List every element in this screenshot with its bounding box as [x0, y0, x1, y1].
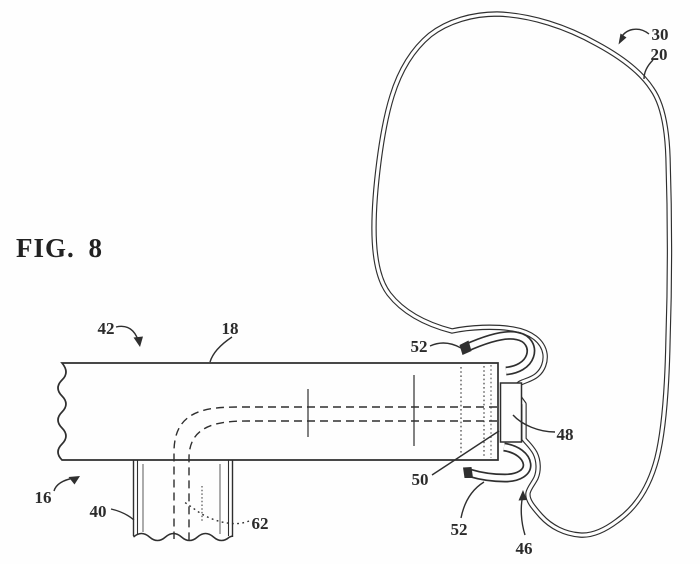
pillar-member	[132, 460, 234, 542]
arrowhead-42	[133, 336, 143, 347]
mounting-block	[499, 382, 523, 443]
ref-label-62: 62	[252, 514, 269, 533]
reference-labels: 30 20 42 18 52 48 50 52 46 16 40 62	[35, 25, 669, 558]
airbag-cushion	[371, 11, 673, 538]
pillar-break-wavy-edge	[133, 532, 233, 542]
ref-label-48: 48	[557, 425, 574, 444]
upper-hook-tip-cap	[459, 340, 472, 355]
leader-50	[431, 430, 500, 476]
airbag-cushion-outline-inner	[372, 12, 672, 537]
arrowhead-30	[618, 33, 627, 45]
upper-hook-bracket	[459, 330, 536, 376]
ref-label-20: 20	[651, 45, 668, 64]
ref-label-40: 40	[90, 502, 107, 521]
rail-body	[57, 362, 499, 461]
leader-40	[110, 508, 135, 521]
leader-18	[209, 336, 233, 363]
leader-52-upper	[429, 342, 462, 349]
ref-label-16: 16	[35, 488, 52, 507]
lower-hook-inner	[469, 444, 530, 481]
ref-label-30: 30	[652, 25, 669, 44]
ref-label-50: 50	[412, 470, 429, 489]
leader-48	[512, 414, 556, 433]
roof-rail-member	[57, 362, 499, 540]
lower-hook-tip-cap	[463, 467, 473, 478]
hidden-tube-upper-dashed	[173, 406, 497, 539]
leader-52-lower	[460, 481, 485, 519]
ref-label-46: 46	[516, 539, 533, 558]
arrowhead-16	[68, 476, 80, 485]
leader-20	[643, 59, 654, 80]
ref-label-18: 18	[222, 319, 239, 338]
upper-hook-inner	[464, 332, 534, 374]
leader-46	[520, 494, 526, 536]
arrowhead-46	[518, 490, 527, 501]
leader-lines	[53, 28, 654, 536]
leader-62-dotted	[182, 500, 250, 525]
figure-title: FIG. 8	[16, 233, 103, 263]
hidden-tube-lower-dashed	[188, 420, 497, 540]
ref-label-52-lower: 52	[451, 520, 468, 539]
ref-label-42: 42	[98, 319, 115, 338]
ref-label-52-upper: 52	[411, 337, 428, 356]
lower-hook-bracket	[463, 442, 532, 483]
